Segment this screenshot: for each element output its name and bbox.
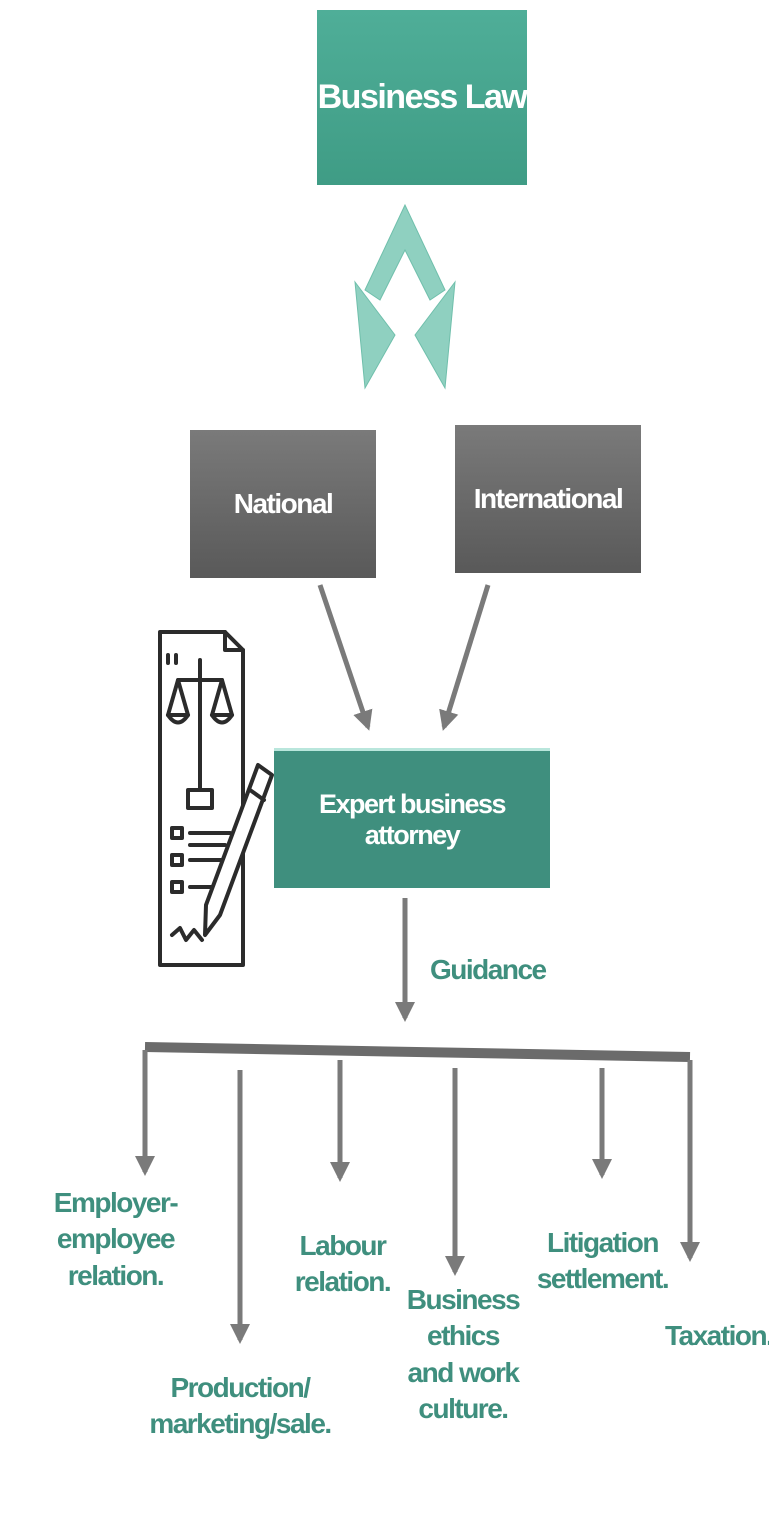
- legal-document-icon: [158, 630, 274, 967]
- expert-attorney-box: Expert business attorney: [274, 748, 550, 888]
- area-taxation: Taxation.: [665, 1320, 769, 1351]
- national-box: National: [190, 430, 376, 578]
- split-arrow: [354, 203, 456, 390]
- branch-bar: [144, 1042, 691, 1062]
- international-box: International: [455, 425, 641, 573]
- business-law-label: Business Law: [317, 78, 528, 116]
- area-labour: Labour relation.: [294, 1230, 392, 1298]
- business-law-box: Business Law: [317, 10, 528, 185]
- expert-attorney-label: Expert business attorney: [318, 788, 507, 850]
- guidance-label: Guidance: [430, 954, 547, 985]
- area-litigation: Litigation settlement.: [536, 1227, 670, 1295]
- arrow-international-to-expert: [439, 584, 491, 731]
- area-production: Production/ marketing/sale.: [149, 1372, 332, 1440]
- national-label: National: [233, 488, 334, 519]
- arrow-national-to-expert: [317, 584, 373, 731]
- area-business-ethics: Business ethics and work culture.: [406, 1284, 521, 1425]
- area-employer-employee: Employer- employee relation.: [53, 1187, 179, 1291]
- international-label: International: [473, 483, 624, 514]
